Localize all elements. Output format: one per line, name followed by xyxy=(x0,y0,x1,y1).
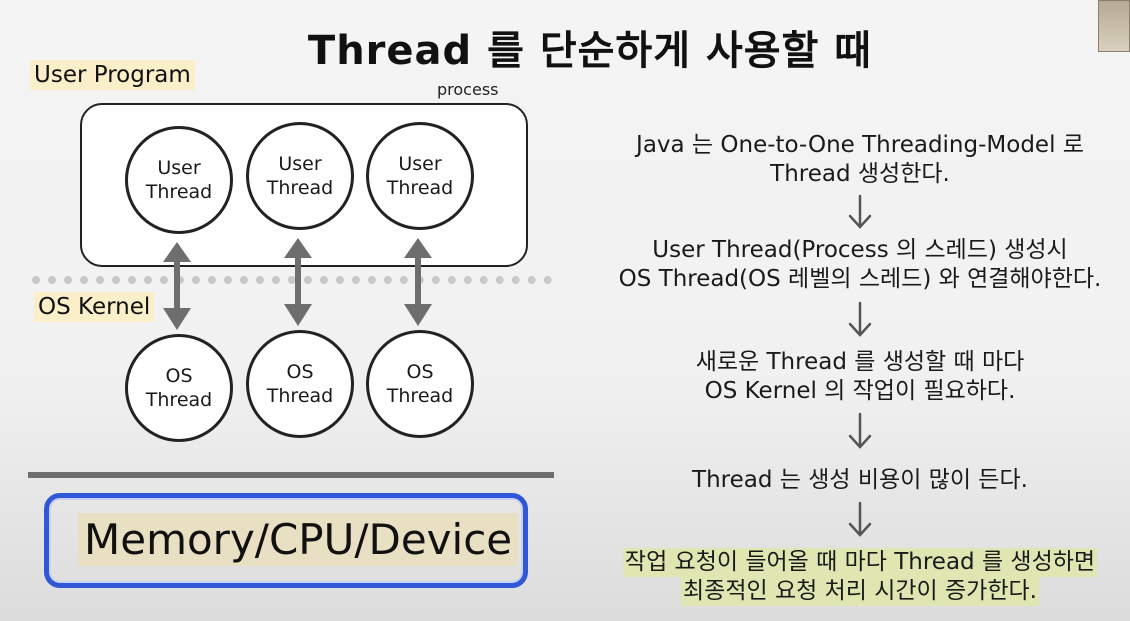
down-arrow-icon xyxy=(848,412,872,449)
flow-conclusion: 작업 요청이 들어올 때 마다 Thread 를 생성하면 최종적인 요청 처리… xyxy=(595,548,1125,606)
double-arrow-icon xyxy=(404,238,432,326)
flow-step-line: OS Kernel 의 작업이 필요하다. xyxy=(704,378,1016,404)
process-label: process xyxy=(437,80,499,99)
hardware-box xyxy=(44,493,528,588)
flow-step-line: 새로운 Thread 를 생성할 때 마다 xyxy=(695,349,1025,375)
flow-step-line: OS Thread(OS 레벨의 스레드) 와 연결해야한다. xyxy=(618,266,1102,292)
flow-step-line: Thread 는 생성 비용이 많이 든다. xyxy=(692,467,1028,493)
user-thread-node: User Thread xyxy=(366,122,474,230)
down-arrow-icon xyxy=(848,301,872,337)
hardware-label: Memory/CPU/Device xyxy=(78,513,519,566)
flow-step-line: 최종적인 요청 처리 시간이 증가한다. xyxy=(681,577,1039,606)
flow-step-line: User Thread(Process 의 스레드) 생성시 xyxy=(652,237,1068,263)
flow-step-line: Java 는 One-to-One Threading-Model 로 xyxy=(636,132,1084,158)
user-program-label: User Program xyxy=(30,60,195,90)
os-thread-node: OS Thread xyxy=(366,330,474,438)
double-arrow-icon xyxy=(163,242,191,330)
flow-step: 새로운 Thread 를 생성할 때 마다 OS Kernel 의 작업이 필요… xyxy=(595,348,1125,406)
os-thread-node: OS Thread xyxy=(246,330,354,438)
flow-step: Java 는 One-to-One Threading-Model 로 Thre… xyxy=(595,131,1125,189)
kernel-boundary-divider xyxy=(32,276,552,284)
double-arrow-icon xyxy=(284,238,312,326)
flow-step: Thread 는 생성 비용이 많이 든다. xyxy=(595,466,1125,495)
flow-step-line: 작업 요청이 들어올 때 마다 Thread 를 생성하면 xyxy=(622,548,1098,577)
hardware-divider xyxy=(28,472,554,478)
page-title: Thread 를 단순하게 사용할 때 xyxy=(307,28,873,74)
flow-step: User Thread(Process 의 스레드) 생성시 OS Thread… xyxy=(595,236,1125,294)
os-kernel-label: OS Kernel xyxy=(34,292,155,322)
user-thread-node: User Thread xyxy=(246,122,354,230)
flow-step-line: Thread 생성한다. xyxy=(770,161,950,187)
down-arrow-icon xyxy=(848,501,872,537)
presenter-thumbnail xyxy=(1098,0,1130,52)
user-thread-node: User Thread xyxy=(125,126,233,234)
os-thread-node: OS Thread xyxy=(125,334,233,442)
down-arrow-icon xyxy=(848,194,872,229)
